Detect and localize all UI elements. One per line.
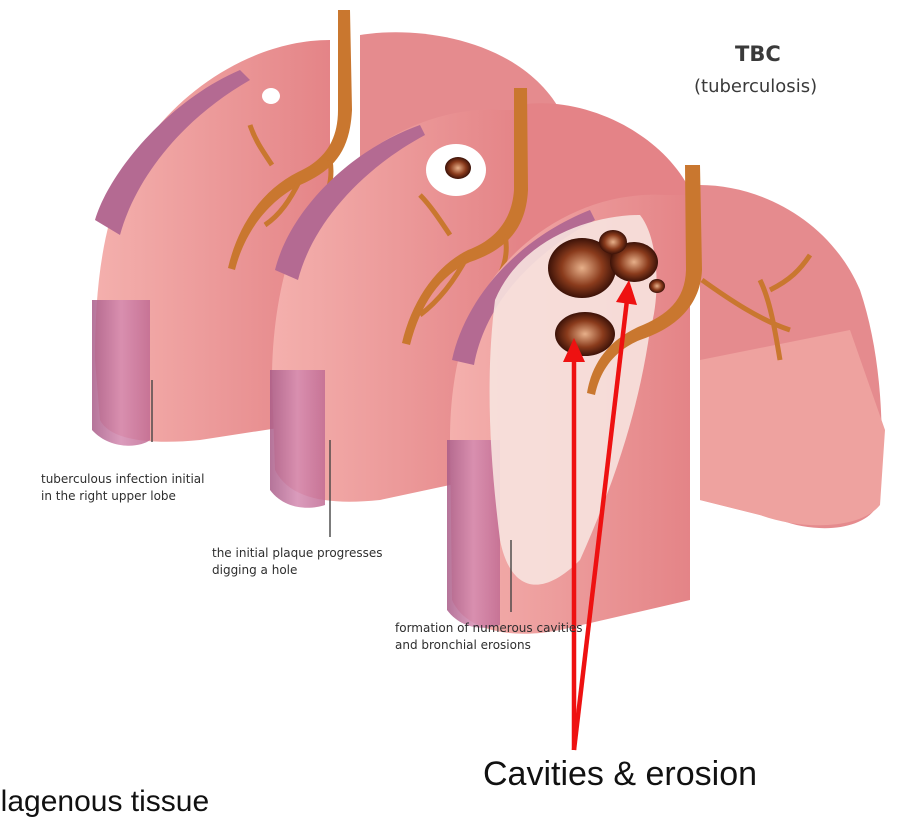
lung-3-lower-side	[447, 440, 500, 628]
lung-3-right-lower	[700, 330, 885, 525]
stage-1-label: tuberculous infection initial in the rig…	[41, 471, 204, 505]
stage-2-label: the initial plaque progresses digging a …	[212, 545, 382, 579]
stage-2-line-2: digging a hole	[212, 562, 382, 579]
lung-3-cavity-5	[649, 279, 665, 293]
lung-2-cavity	[445, 157, 471, 179]
lung-1-lesion	[262, 88, 280, 104]
annotation-label: Cavities & erosion	[483, 755, 757, 794]
lung-3-cavity-3	[599, 230, 627, 254]
stage-3-line-1: formation of numerous cavities	[395, 620, 583, 637]
stage-1-line-2: in the right upper lobe	[41, 488, 204, 505]
stage-1-line-1: tuberculous infection initial	[41, 471, 204, 488]
lung-1-lower-side	[92, 300, 150, 446]
lung-2-lower-side	[270, 370, 325, 508]
stage-2-line-1: the initial plaque progresses	[212, 545, 382, 562]
subtitle: (tuberculosis)	[694, 76, 817, 97]
title: TBC	[735, 42, 781, 66]
stage-3-label: formation of numerous cavities and bronc…	[395, 620, 583, 654]
cut-off-text: llagenous tissue	[0, 785, 209, 819]
stage-3-line-2: and bronchial erosions	[395, 637, 583, 654]
lung-3-cavity-4	[555, 312, 615, 356]
